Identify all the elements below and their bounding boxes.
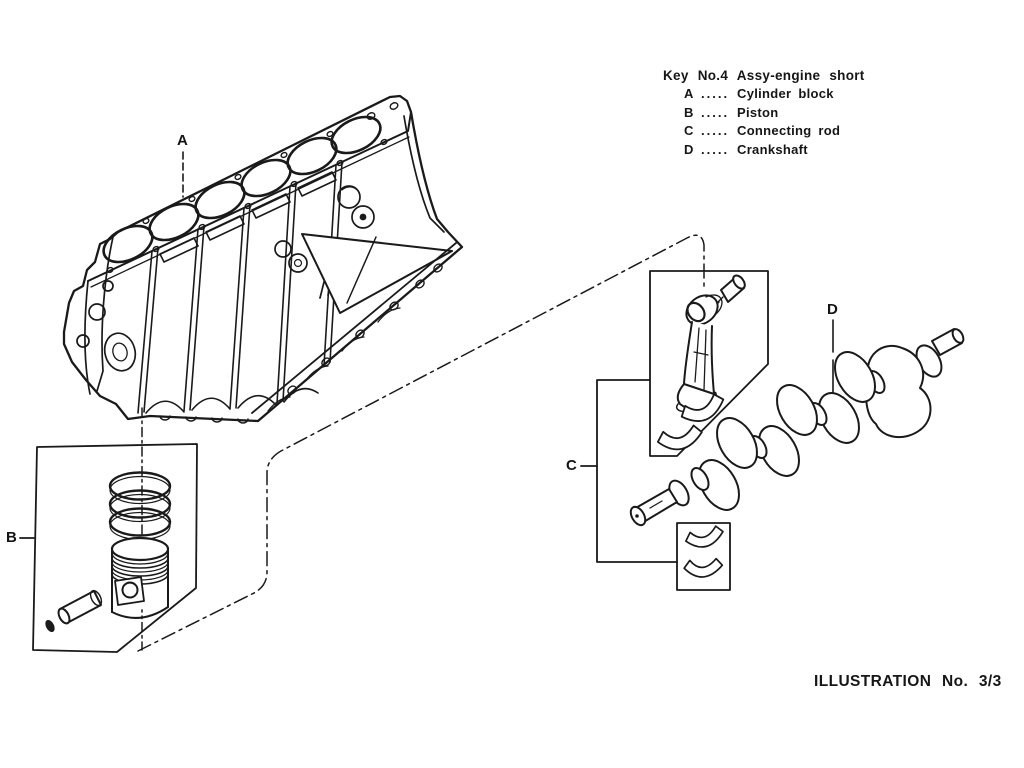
deck-side-windows [159,171,337,263]
parts-key-rows: A ..... Cylinder block B ..... Piston C … [684,86,865,160]
key-letter: B [684,104,694,120]
pin-boss-window [114,576,145,606]
main-journal-1 [690,467,710,491]
key-label: Cylinder block [737,86,834,101]
piston-assembly [19,443,198,653]
crankcase-arches [145,387,319,414]
rod-small-end [685,294,723,326]
crankshaft-drawing [629,328,965,527]
connecting-rod-box [649,270,769,457]
callout-b-piston: B [6,529,17,546]
block-silhouette [62,94,464,423]
illustration-caption: ILLUSTRATION No. 3/3 [814,673,1002,690]
piston-body [110,536,170,619]
bottom-bolt-bosses [159,415,249,424]
counterweight-1 [698,459,740,511]
key-label: Piston [737,104,779,120]
counterweight-4 [776,384,818,436]
crank-nose [629,479,690,527]
rod-bearing-shell-upper [680,393,725,422]
callout-c-connecting-rod: C [566,457,577,474]
counterweight-6 [834,351,876,403]
key-label: Connecting rod [737,123,841,139]
block-rear-end-face [337,115,445,233]
key-dots: ..... [701,141,730,157]
key-letter: D [684,141,694,157]
counterweight-3 [758,425,800,477]
main-bearing-box [676,522,731,591]
main-bearing-shell-lower [683,557,724,578]
oil-pan-rail [251,242,457,414]
callout-d-crankshaft: D [827,301,838,318]
counterweight-2 [716,417,758,469]
assembly-routing-line [137,234,705,652]
block-front-end-face [76,236,137,395]
cylinder-bores [102,115,382,264]
parts-key-title: Key No.4 Assy-engine short [663,68,865,83]
counterweight-5 [818,392,860,444]
key-dots: ..... [701,104,730,120]
deck-front-edge [87,111,412,282]
main-bearing-shell-upper [685,525,724,548]
key-row-connecting-rod: C ..... Connecting rod [684,123,865,142]
key-row-piston: B ..... Piston [684,105,865,124]
piston-rings [108,471,172,541]
key-row-cylinder-block: A ..... Cylinder block [684,86,865,105]
key-row-crankshaft: D ..... Crankshaft [684,142,865,161]
key-label: Crankshaft [737,141,808,157]
parts-key: Key No.4 Assy-engine short A ..... Cylin… [663,68,865,160]
cylinder-block-drawing [62,94,464,424]
key-dots: ..... [701,123,730,139]
key-letter: C [684,123,694,139]
connecting-rod-assembly [580,270,769,563]
crank-tail-counterweight [865,345,932,439]
key-letter: A [684,86,694,101]
pin-piece [713,274,746,308]
piston-pin [45,589,103,633]
callout-c-bracket [596,379,678,563]
piston-box [32,443,198,653]
side-cover-panel [301,233,453,314]
key-dots: ..... [701,86,730,101]
rod-bearing-shell-lower [656,424,703,451]
callout-a-cylinder-block: A [177,132,188,149]
crank-flange [915,328,965,378]
side-cover-fold [346,236,377,304]
